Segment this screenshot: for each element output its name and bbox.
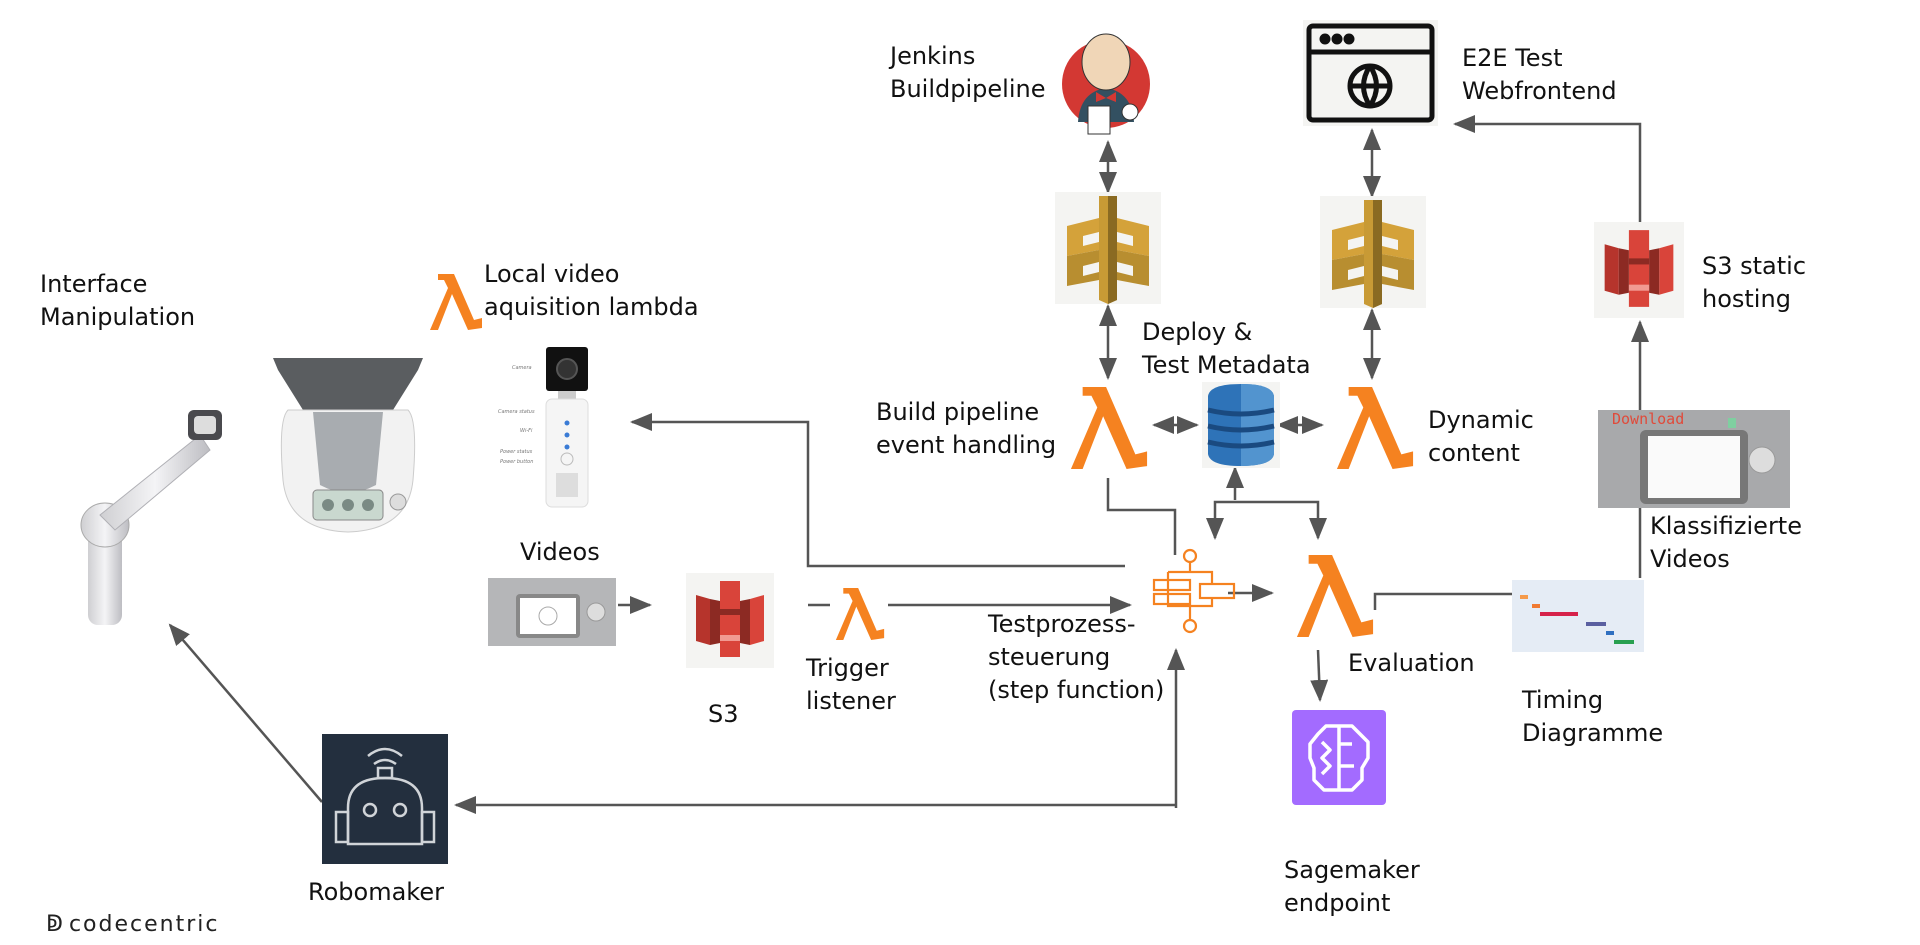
label-dynamic-content: Dynamic content — [1428, 406, 1534, 467]
label-evaluation: Evaluation — [1348, 649, 1475, 677]
label-classified-videos: Klassifizierte Videos — [1650, 512, 1802, 573]
callout-power-status: Power status — [500, 449, 533, 455]
arrow-dynamo-to-stepfn — [1206, 500, 1235, 540]
label-robomaker: Robomaker — [308, 878, 444, 906]
callout-power-button: Power button — [500, 459, 533, 465]
lambda-icon-local-video — [428, 272, 484, 332]
dynamodb-icon — [1202, 382, 1280, 468]
label-sagemaker: Sagemaker endpoint — [1284, 856, 1420, 917]
classified-video-thumbnail: Download — [1598, 410, 1790, 508]
s3-bucket-icon — [686, 573, 774, 668]
label-interface-manipulation: Interface Manipulation — [40, 270, 196, 331]
lambda-icon-evaluation — [1294, 552, 1376, 640]
line-buildlambda-to-stepfn — [1106, 478, 1177, 555]
web-frontend-icon — [1303, 20, 1438, 126]
label-jenkins: Jenkins Buildpipeline — [890, 42, 1046, 103]
arrow-evaluation-to-sagemaker — [1310, 649, 1329, 702]
label-s3-static: S3 static hosting — [1702, 252, 1807, 313]
arrow-s3static-to-webfrontend — [1453, 115, 1642, 230]
arrow-robomaker-to-arm — [168, 623, 323, 803]
arrow-dynamo-to-evaluation — [1235, 500, 1327, 540]
label-timing: Timing Diagramme — [1522, 686, 1664, 747]
lambda-icon-trigger — [834, 586, 886, 642]
label-build-pipeline-event: Build pipeline event handling — [876, 398, 1057, 459]
label-deploy-metadata: Deploy & Test Metadata — [1142, 318, 1311, 379]
lambda-icon-build-pipeline — [1068, 384, 1150, 472]
api-gateway-icon-web — [1320, 196, 1426, 308]
line-evaluation-to-timing — [1373, 592, 1512, 610]
api-gateway-icon-jenkins — [1055, 192, 1161, 304]
label-local-video-lambda: Local video aquisition lambda — [484, 260, 699, 321]
label-trigger-listener: Trigger listener — [806, 654, 896, 715]
robomaker-icon — [322, 734, 448, 864]
s3-static-hosting-icon — [1594, 222, 1684, 318]
sagemaker-icon — [1292, 710, 1386, 805]
jenkins-logo — [1060, 22, 1152, 138]
timing-diagram-thumbnail — [1512, 580, 1644, 652]
callout-wifi: Wi-Fi — [520, 428, 533, 434]
download-overlay-text: Download — [1612, 410, 1685, 428]
camera-device-image: Camera Camera status Wi-Fi Power status … — [490, 345, 600, 510]
robot-arm-image — [60, 390, 230, 625]
label-videos: Videos — [520, 538, 600, 566]
label-e2e-web: E2E Test Webfrontend — [1462, 44, 1617, 105]
callout-camera-status: Camera status — [498, 409, 535, 415]
brand-name: codecentric — [68, 912, 220, 937]
step-function-icon — [1148, 548, 1238, 638]
label-s3: S3 — [708, 700, 739, 728]
codecentric-mark-icon: ↁ — [46, 912, 65, 937]
lambda-icon-dynamic-content — [1334, 384, 1416, 472]
thermomix-image — [268, 350, 428, 540]
label-step-function: Testprozess- steuerung (step function) — [988, 610, 1165, 704]
callout-camera: Camera — [512, 365, 532, 371]
videos-thumbnail — [488, 578, 616, 646]
